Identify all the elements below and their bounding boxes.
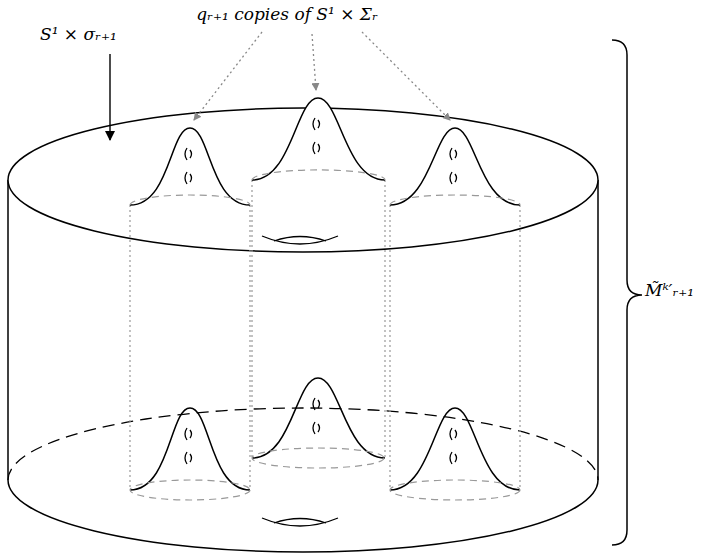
manifold-label: M̃ᵏ′ᵣ₊₁ [645,280,694,300]
copies-label: qᵣ₊₁ copies of S¹ × Σᵣ [196,4,378,24]
boundary-label: S¹ × σᵣ₊₁ [40,24,117,44]
